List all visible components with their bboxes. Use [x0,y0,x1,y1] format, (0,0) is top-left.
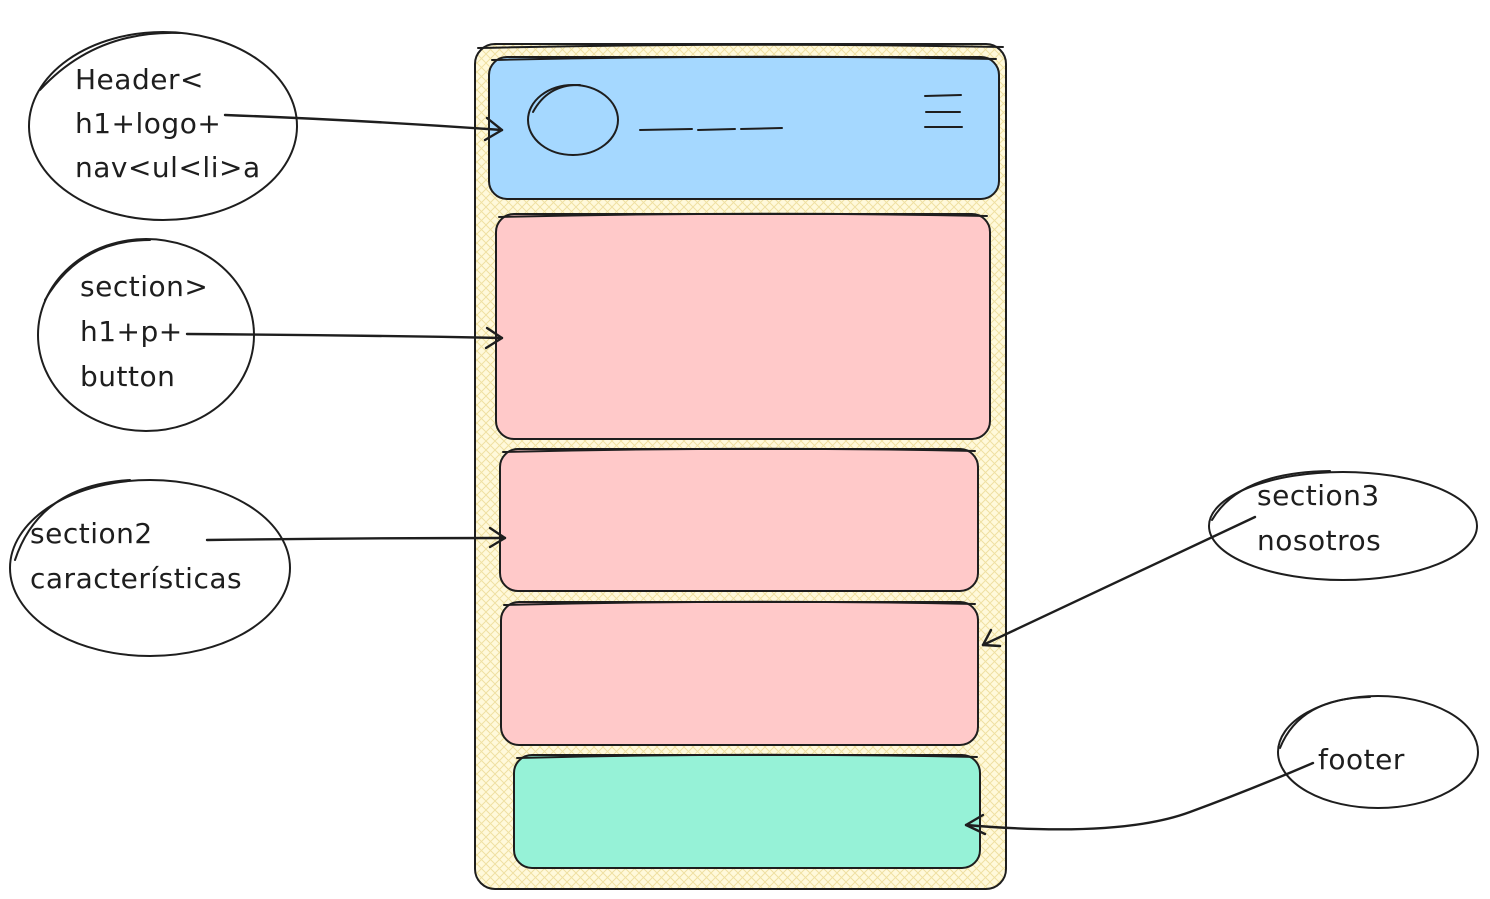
section3-block [500,600,979,746]
section1-annotation-line-3: button [80,360,175,393]
section1-annotation: section> h1+p+ button [37,238,255,432]
section1-block [495,212,991,440]
section3-annotation-line-2: nosotros [1257,524,1381,557]
footer-block [513,753,981,869]
nav-links-placeholder [639,127,783,131]
header-annotation-line-1: Header< [75,63,204,96]
section3-annotation: section3 nosotros [1208,470,1478,581]
section2-annotation-line-1: section2 [30,517,153,550]
section2-annotation: section2 características [9,479,291,657]
logo-circle-icon [527,83,619,156]
header-annotation-line-2: h1+logo+ [75,107,221,140]
footer-annotation-line-1: footer [1318,743,1405,776]
header-annotation: Header< h1+logo+ nav<ul<li>a [28,31,298,221]
section2-annotation-line-2: características [30,562,242,595]
footer-arrow [964,761,1315,836]
footer-annotation: footer [1277,695,1479,809]
header-block [488,55,1000,200]
section2-block [499,447,979,592]
section1-annotation-line-2: h1+p+ [80,315,183,348]
header-annotation-line-3: nav<ul<li>a [75,151,261,184]
section2-arrow [205,526,507,549]
section1-annotation-line-1: section> [80,270,208,303]
section3-arrow [981,515,1257,648]
section3-annotation-line-1: section3 [1257,479,1380,512]
section1-arrow [185,326,504,350]
header-arrow [223,113,504,142]
hamburger-menu-icon [924,94,963,128]
